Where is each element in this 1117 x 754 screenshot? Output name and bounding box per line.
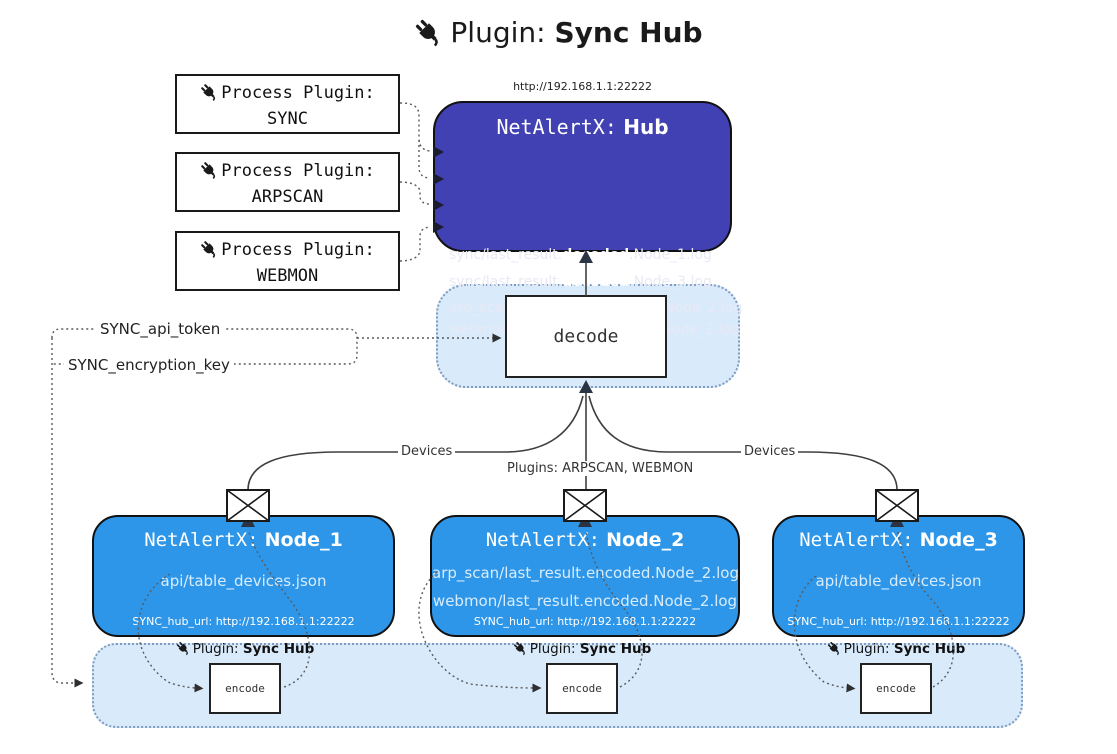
node-title: NetAlertX: Node_3 bbox=[799, 529, 998, 551]
encode-box: encode bbox=[209, 663, 281, 714]
sync-api-token-label: SYNC_api_token bbox=[96, 320, 225, 338]
node-title: NetAlertX: Node_2 bbox=[485, 529, 685, 551]
decode-label: decode bbox=[553, 326, 619, 347]
process-plugin-label: Process Plugin: bbox=[221, 240, 375, 260]
devices-right-label: Devices bbox=[741, 444, 799, 459]
node-hub-url: SYNC_hub_url: http://192.168.1.1:22222 bbox=[132, 615, 355, 628]
plugins-mid-label: Plugins: ARPSCAN, WEBMON bbox=[504, 461, 697, 476]
hub-url: http://192.168.1.1:22222 bbox=[513, 80, 652, 93]
plug-icon bbox=[827, 641, 842, 660]
process-plugin-label: Process Plugin: bbox=[221, 83, 375, 103]
node-data-file: arp_scan/last_result.encoded.Node_2.log bbox=[432, 564, 739, 582]
process-plugin-sync-box: Process Plugin: SYNC bbox=[175, 74, 400, 134]
page-title: Plugin: Sync Hub bbox=[0, 16, 1117, 55]
plug-icon bbox=[200, 240, 219, 264]
node-data-file: api/table_devices.json bbox=[815, 572, 982, 590]
decode-box: decode bbox=[505, 295, 667, 378]
node-title: NetAlertX: Node_1 bbox=[144, 529, 343, 551]
plug-icon bbox=[414, 18, 444, 55]
node-hub-url: SYNC_hub_url: http://192.168.1.1:22222 bbox=[473, 615, 697, 628]
sync-encryption-key-label: SYNC_encryption_key bbox=[64, 356, 234, 374]
encode-plugin-label: Plugin: Sync Hub bbox=[482, 641, 682, 660]
encode-label-text: encode bbox=[876, 682, 916, 695]
node-data-file: api/table_devices.json bbox=[160, 572, 327, 590]
plug-icon bbox=[200, 161, 219, 185]
node-3-box: NetAlertX: Node_3 api/table_devices.json… bbox=[772, 515, 1025, 637]
title-name: Sync Hub bbox=[554, 16, 703, 49]
plug-icon bbox=[513, 641, 528, 660]
encode-plugin-label: Plugin: Sync Hub bbox=[145, 641, 345, 660]
plug-icon bbox=[176, 641, 191, 660]
node-data-file: webmon/last_result.encoded.Node_2.log bbox=[432, 592, 738, 610]
devices-left-label: Devices bbox=[398, 444, 456, 459]
process-plugin-name: WEBMON bbox=[256, 266, 319, 286]
hub-log-entry: sync/last_result.decoded.Node_1.log bbox=[449, 247, 712, 263]
hub-title: NetAlertX: Hub bbox=[496, 115, 669, 139]
node-hub-url: SYNC_hub_url: http://192.168.1.1:22222 bbox=[787, 615, 1010, 628]
hub-log-entry: sync/last_result.decoded.Node_3.log bbox=[449, 274, 712, 290]
process-plugin-webmon-box: Process Plugin: WEBMON bbox=[175, 231, 400, 291]
encode-label-text: encode bbox=[225, 682, 265, 695]
encode-box: encode bbox=[860, 663, 932, 714]
node-1-box: NetAlertX: Node_1 api/table_devices.json… bbox=[92, 515, 395, 637]
process-plugin-arpscan-box: Process Plugin: ARPSCAN bbox=[175, 152, 400, 212]
process-plugin-name: ARPSCAN bbox=[251, 187, 324, 207]
encode-plugin-label: Plugin: Sync Hub bbox=[796, 641, 996, 660]
title-prefix: Plugin: bbox=[450, 16, 546, 49]
process-plugin-name: SYNC bbox=[267, 109, 308, 129]
process-plugin-label: Process Plugin: bbox=[221, 161, 375, 181]
encode-box: encode bbox=[546, 663, 618, 714]
encode-label-text: encode bbox=[562, 682, 602, 695]
plug-icon bbox=[200, 83, 219, 107]
node-2-box: NetAlertX: Node_2 arp_scan/last_result.e… bbox=[430, 515, 740, 637]
hub-box: NetAlertX: Hub sync/last_result.decoded.… bbox=[433, 101, 742, 338]
